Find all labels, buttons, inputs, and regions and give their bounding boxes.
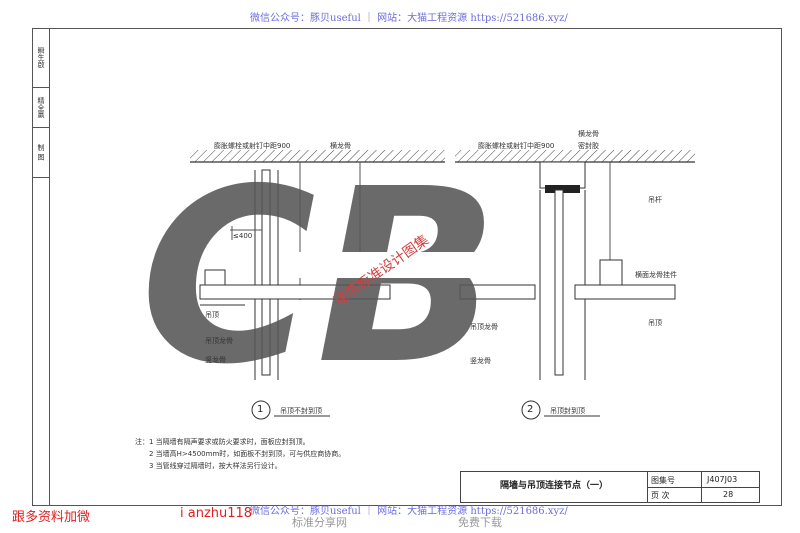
note-line: 2 当墙高H>4500mm时，如面板不封到顶，可与供应商协商。 <box>149 450 346 458</box>
ceiling-slab-left <box>190 150 445 162</box>
page-label: 页 次 <box>651 491 670 500</box>
left-label-2: 吊顶龙骨 <box>205 337 233 345</box>
right-top-callout: 膨胀螺栓或射钉中距900 <box>478 142 555 150</box>
left-label-1: 吊顶 <box>205 311 219 319</box>
bottom-watermark: 微信公众号：豚贝useful ｜ 网站：大猫工程资源 https://52168… <box>250 506 568 517</box>
notes: 注：1 当隔墙有隔声要求或防火要求时，面板应封到顶。 2 当墙高H>4500mm… <box>135 436 345 472</box>
right-label-2: 横面龙骨挂件 <box>635 271 677 279</box>
sidebar-cell: 精全赢 <box>32 88 49 128</box>
right-label-5: 竖龙骨 <box>470 357 491 365</box>
top-track-right <box>539 161 586 189</box>
note-line: 注：1 当隔墙有隔声要求或防火要求时，面板应封到顶。 <box>135 438 310 446</box>
right-top-label-b: 密封胶 <box>578 142 599 150</box>
wechat-id: i anzhu118 <box>180 506 253 521</box>
sidebar: 瞬生啟 精全赢 制 图 <box>32 28 50 506</box>
promo-text: 跟多资料加微 <box>12 510 91 525</box>
right-label-4: 吊顶龙骨 <box>470 323 498 331</box>
stud-right <box>554 189 564 376</box>
top-watermark: 微信公众号：豚贝useful ｜ 网站：大猫工程资源 https://52168… <box>250 13 568 24</box>
ceiling-grid-right <box>574 284 676 300</box>
atlas-number: J407J03 <box>707 475 738 484</box>
drawing-title: 隔墙与吊顶连接节点（一） <box>499 481 608 491</box>
site-name: 标准分享网 <box>292 516 347 529</box>
detail-marker-2 <box>521 400 541 420</box>
caption-2: 吊顶封到顶 <box>550 407 585 415</box>
sidebar-cell: 瞬生啟 <box>32 28 49 88</box>
page-number: 28 <box>723 490 734 499</box>
drawing-frame <box>32 28 782 506</box>
caption-number-1: 1 <box>257 404 264 415</box>
sidebar-cell: 制 图 <box>32 128 49 178</box>
ceiling-slab-right <box>455 150 695 162</box>
title-block: 隔墙与吊顶连接节点（一） 图集号 J407J03 页 次 28 <box>460 471 760 503</box>
right-top-label-a: 横龙骨 <box>578 130 599 138</box>
note-line: 3 当管线穿过隔墙时，按大样法另行设计。 <box>149 462 282 470</box>
caption-1: 吊顶不封到顶 <box>280 407 322 415</box>
left-top-callout: 膨胀螺栓或射钉中距900 <box>214 142 291 150</box>
caption-number-2: 2 <box>527 404 534 415</box>
detail-marker-1 <box>251 400 271 420</box>
redaction-bar <box>280 252 530 278</box>
ceiling-grid-left <box>199 284 391 300</box>
right-label-3: 吊顶 <box>648 319 662 327</box>
left-dimension: ≤400 <box>233 232 253 240</box>
stud-left <box>261 169 271 376</box>
atlas-label: 图集号 <box>651 476 675 485</box>
left-label-3: 竖龙骨 <box>205 356 226 364</box>
right-label-1: 吊杆 <box>648 196 662 204</box>
free-download: 免费下载 <box>458 516 502 529</box>
left-top-right-label: 横龙骨 <box>330 142 351 150</box>
